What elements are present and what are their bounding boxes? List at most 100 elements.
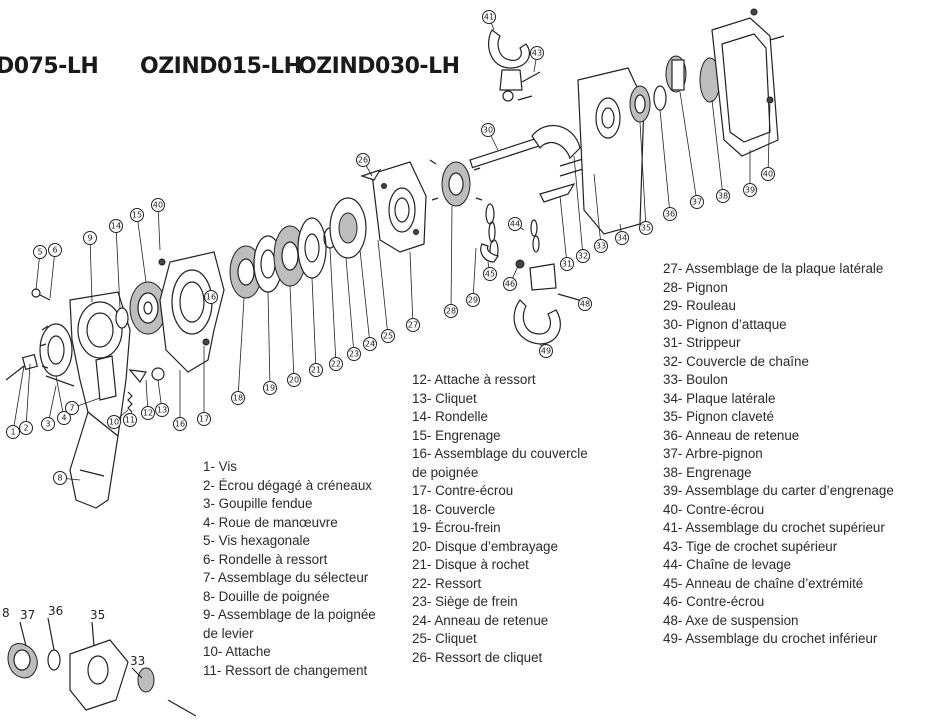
callout-leader-line	[25, 363, 31, 429]
callout-number: 6	[52, 246, 57, 255]
callout-circle	[173, 417, 187, 431]
callout-circle	[560, 257, 574, 271]
part-callout: 16	[204, 290, 218, 304]
legend-item: 48- Axe de suspension	[663, 612, 799, 628]
callout-circle	[263, 381, 277, 395]
part-callout: 25	[377, 239, 395, 343]
part-callout: 36	[659, 109, 677, 221]
callout-number: 17	[199, 415, 209, 424]
callout-circle	[83, 231, 97, 245]
callout-circle	[530, 46, 544, 60]
callout-number: 21	[311, 366, 321, 375]
callout-number: 20	[289, 376, 299, 385]
callout-leader-line	[329, 247, 337, 365]
legend-item: 29- Rouleau	[663, 298, 736, 313]
callout-leader-line	[89, 237, 93, 303]
legend-item: 16- Assemblage du couvercle	[412, 446, 588, 461]
lower-hook-assembly	[513, 259, 587, 345]
callout-leader-line	[639, 121, 647, 229]
callout-number: 23	[349, 350, 359, 359]
part-callout: 27	[406, 251, 420, 332]
callout-circle	[363, 337, 377, 351]
callout-number: 46	[505, 280, 515, 289]
part-callout: 5	[33, 245, 47, 291]
lever-handle-assembly	[5, 288, 165, 509]
callout-circle	[107, 415, 121, 429]
callout-circle	[381, 329, 395, 343]
callout-circle	[615, 231, 629, 245]
legend-item: 44- Chaîne de levage	[663, 557, 792, 572]
part-callout: 12	[141, 379, 155, 420]
part-callout: 40	[151, 198, 165, 251]
callout-circle	[48, 243, 62, 257]
callout-number: 3	[45, 420, 50, 429]
legend-item: 7- Assemblage du sélecteur	[203, 570, 369, 585]
part-callout: 16	[173, 370, 187, 431]
callout-number: 19	[265, 384, 275, 393]
legend-column-3: 27- Assemblage de la plaque latérale 28-…	[663, 260, 894, 649]
part-callout: 19	[263, 291, 277, 395]
callout-number: 40	[763, 170, 773, 179]
callout-number: 2	[23, 424, 28, 433]
part-callout: 17	[197, 346, 211, 426]
gearbox-assembly	[577, 8, 785, 235]
legend-item: 30- Pignon d’attaque	[663, 316, 787, 332]
legend-item: 11- Ressort de changement	[203, 662, 368, 678]
part-callout: 44	[508, 217, 525, 231]
callout-circle	[576, 249, 590, 263]
part-callout: 1	[6, 365, 25, 439]
callout-circle	[347, 347, 361, 361]
handle-cover-assembly	[115, 251, 225, 373]
callout-circle	[639, 221, 653, 235]
legend-item: 24- Anneau de retenue	[412, 612, 549, 628]
legend-item: 34- Plaque latérale	[663, 390, 776, 406]
part-callout: 11	[123, 411, 137, 427]
part-callout: 3	[41, 385, 57, 431]
callout-number: 13	[157, 406, 167, 415]
callout-circle	[444, 304, 458, 318]
callout-number: 10	[109, 418, 119, 427]
callout-number: 26	[358, 156, 368, 165]
callout-circle	[141, 406, 155, 420]
callout-number: 49	[541, 347, 551, 356]
legend-item: 22- Ressort	[412, 575, 482, 591]
callout-circle	[508, 217, 522, 231]
callout-circle	[406, 318, 420, 332]
callout-circle	[123, 413, 137, 427]
part-callout: 24	[359, 249, 377, 351]
load-chain	[480, 203, 540, 263]
legend-item: 12- Attache à ressort	[412, 372, 536, 387]
callout-circle	[151, 198, 165, 212]
callout-number: 36	[665, 210, 675, 219]
side-plate-assembly	[360, 161, 427, 253]
callout-circle	[197, 412, 211, 426]
legend-item: 33- Boulon	[663, 372, 728, 387]
part-callout: 23	[345, 257, 361, 361]
inset-diagram	[7, 617, 197, 717]
part-callout: 40	[761, 103, 775, 181]
callout-number: 16	[175, 420, 185, 429]
legend-item: 10- Attache	[203, 644, 271, 659]
legend-column-1: 1- Vis 2- Écrou dégagé à créneaux 3- Gou…	[203, 458, 376, 680]
callout-number: 31	[562, 260, 572, 269]
callout-number: 41	[484, 13, 494, 22]
callout-number: 4	[61, 414, 66, 423]
callout-number: 25	[383, 332, 393, 341]
callout-number: 35	[641, 224, 651, 233]
brake-discs	[229, 197, 367, 299]
callout-circle	[761, 167, 775, 181]
callout-circle	[109, 219, 123, 233]
legend-item: 21- Disque à rochet	[412, 557, 529, 572]
legend-item: 43- Tige de crochet supérieur	[663, 538, 838, 554]
callout-leader-line	[659, 109, 671, 215]
callout-circle	[594, 239, 608, 253]
inset-label: 33	[130, 654, 145, 668]
legend-item: 37- Arbre-pignon	[663, 446, 763, 461]
part-callout: 43	[530, 46, 544, 73]
legend-item: 28- Pignon	[663, 279, 728, 295]
legend-item: 9- Assemblage de la poignée	[203, 607, 376, 622]
callout-circle	[65, 401, 79, 415]
callout-leader-line	[767, 103, 771, 175]
part-callout: 6	[48, 243, 62, 299]
